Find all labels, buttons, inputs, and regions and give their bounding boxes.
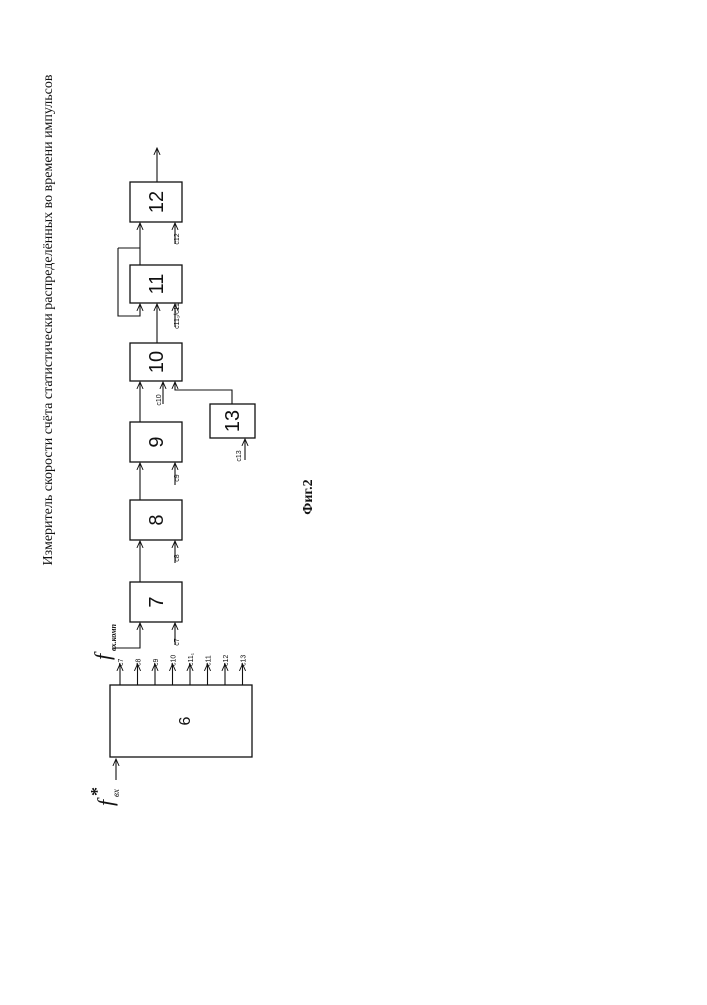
- block-8: 8: [130, 500, 182, 540]
- block-7-label: 7: [146, 596, 168, 607]
- control-c9-label: с9: [174, 474, 181, 482]
- block-6: 6: [110, 685, 252, 757]
- block-6-output-label: с11: [206, 655, 213, 666]
- control-c13-label: с13: [236, 450, 243, 461]
- control-c7: с7: [174, 623, 181, 646]
- block-6-label: 6: [177, 716, 194, 725]
- block-10-label: 10: [146, 351, 168, 373]
- input-f-star-superscript: *: [87, 787, 107, 796]
- block-13: 13: [210, 404, 255, 438]
- figure-caption: Фиг.2: [301, 479, 316, 514]
- control-c10-label: с10: [156, 394, 163, 405]
- input-f-star-subscript: вх: [111, 789, 121, 797]
- block-11: 11: [130, 265, 182, 303]
- block-7: 7: [130, 582, 182, 622]
- block-13-label: 13: [222, 410, 244, 432]
- block-12-label: 12: [146, 191, 168, 213]
- input-f-comb-subscript: вх.комп: [109, 624, 118, 652]
- block-9-label: 9: [146, 436, 168, 447]
- block-6-output-label: с11₁: [188, 652, 195, 666]
- control-c7-label: с7: [174, 638, 181, 646]
- input-f-comb: f вх.комп: [90, 623, 140, 660]
- block-6-output-label: с9: [153, 659, 160, 667]
- control-c11: с11₁/с11: [174, 303, 181, 329]
- control-c10: с10: [156, 382, 163, 406]
- block-6-output-label: с13: [241, 655, 248, 666]
- control-c13: с13: [236, 439, 245, 462]
- block-6-output-label: с10: [171, 655, 178, 666]
- link-13-10: [175, 382, 232, 404]
- control-c11-label: с11₁/с11: [174, 303, 181, 329]
- input-f-star: f * вх: [87, 759, 121, 806]
- diagram-title: Измеритель скорости счёта статистически …: [41, 74, 56, 565]
- control-c9: с9: [174, 463, 181, 485]
- input-f-comb-symbol: f: [90, 651, 115, 660]
- block-10: 10: [130, 343, 182, 381]
- block-6-output-label: с12: [223, 655, 230, 666]
- control-c8-label: с8: [174, 554, 181, 562]
- input-f-star-symbol: f: [93, 797, 118, 806]
- block-6-output-label: с8: [136, 659, 143, 667]
- control-c12-label: с12: [174, 233, 181, 244]
- control-c12: с12: [174, 223, 181, 245]
- block-9: 9: [130, 422, 182, 462]
- block-6-output-label: с7: [118, 659, 125, 667]
- control-c8: с8: [174, 541, 181, 563]
- block-8-label: 8: [146, 514, 168, 525]
- block-11-label: 11: [146, 274, 168, 295]
- block-12: 12: [130, 182, 182, 222]
- block-6-outputs: с7 с8 с9 с10 с11₁ с11 с12 с13: [118, 652, 248, 685]
